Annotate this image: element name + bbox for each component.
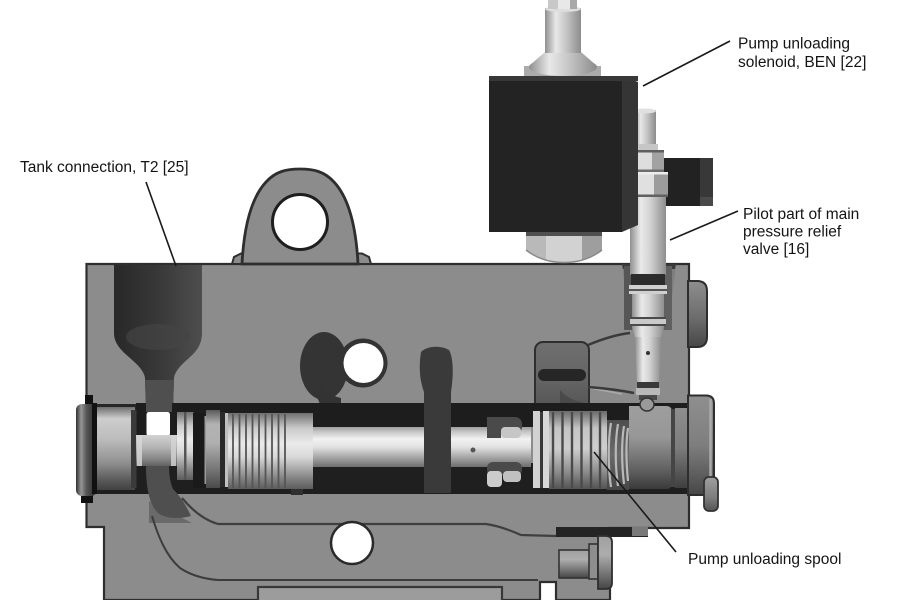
svg-text:valve [16]: valve [16] (743, 241, 809, 258)
svg-text:Pump unloading spool: Pump unloading spool (688, 551, 841, 568)
svg-text:pressure relief: pressure relief (743, 224, 842, 241)
svg-text:Tank connection, T2 [25]: Tank connection, T2 [25] (20, 159, 189, 176)
svg-text:Pilot part of main: Pilot part of main (743, 206, 859, 223)
svg-text:Pump unloading: Pump unloading (738, 36, 850, 53)
svg-text:solenoid, BEN [22]: solenoid, BEN [22] (738, 54, 866, 71)
